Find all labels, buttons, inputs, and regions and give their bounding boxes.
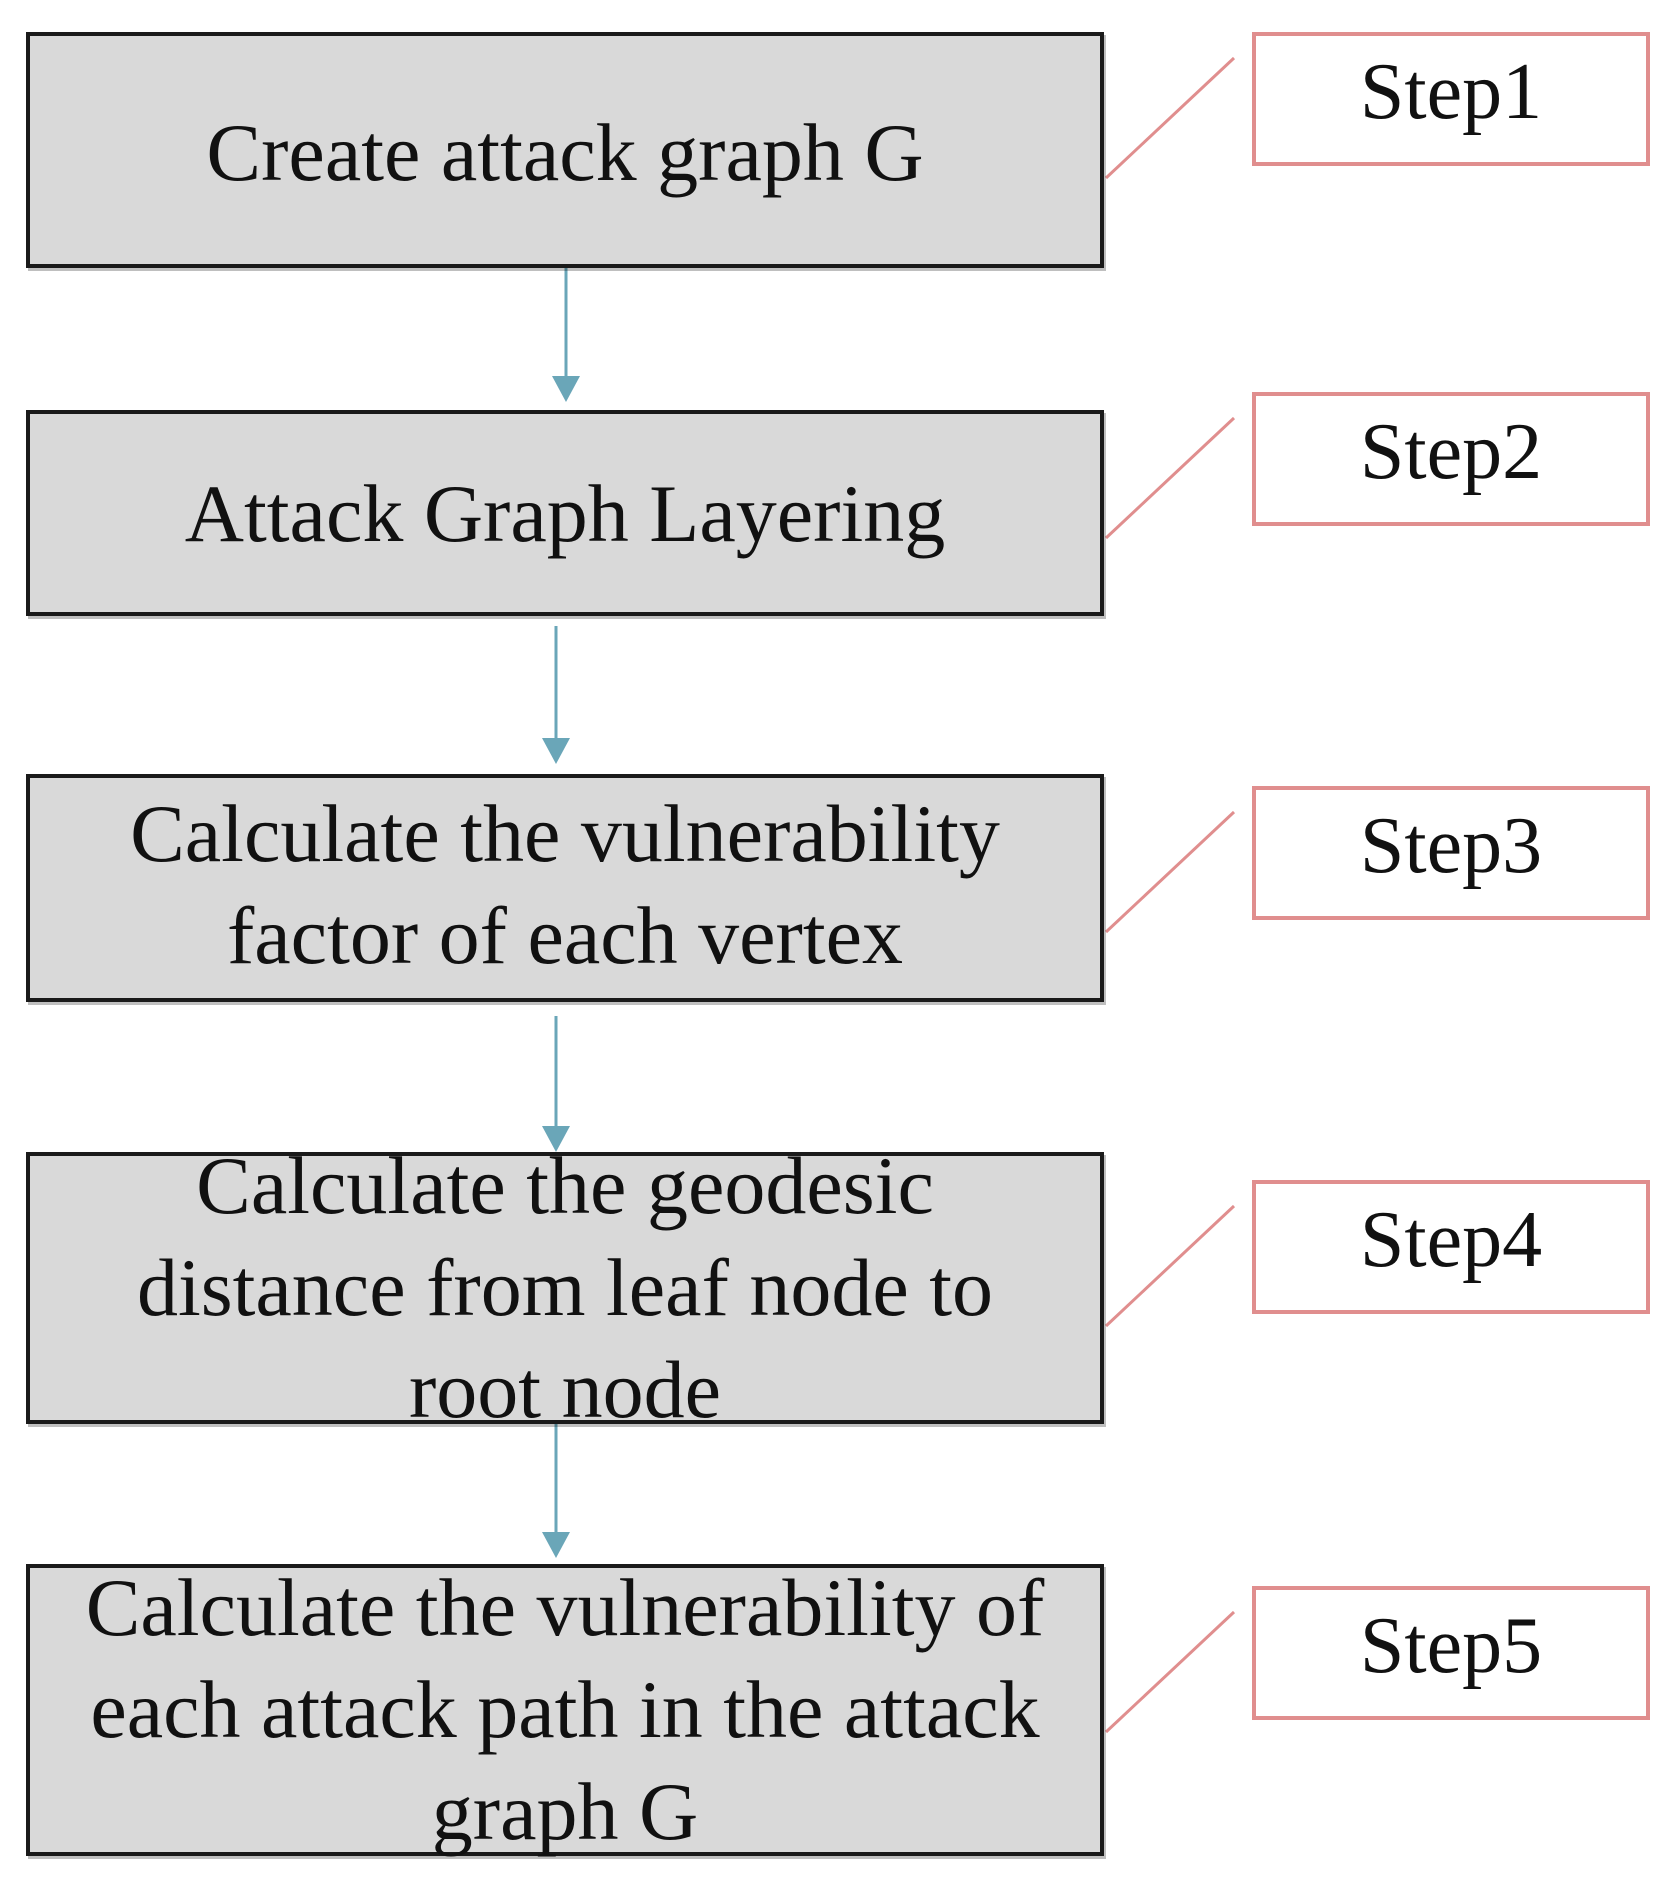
step-label: Step3 <box>1359 802 1543 890</box>
step-label-box-3: Step3 <box>1252 786 1650 920</box>
flow-arrow-2-3 <box>542 626 570 764</box>
flow-arrow-1-2 <box>552 268 580 402</box>
flow-arrow-4-5 <box>542 1424 570 1558</box>
step-connector-4 <box>1104 1204 1236 1328</box>
process-text: Calculate the vulnerability of each atta… <box>85 1562 1045 1857</box>
process-box-geodesic-distance: Calculate the geodesic distance from lea… <box>26 1140 1104 1435</box>
process-box-create-attack-graph: Create attack graph G <box>26 32 1104 268</box>
process-text: Create attack graph G <box>206 107 924 198</box>
step-connector-1 <box>1104 56 1236 180</box>
flow-arrow-3-4 <box>542 1016 570 1152</box>
process-text: Calculate the vulnerability factor of ea… <box>130 788 1000 981</box>
step-connector-3 <box>1104 810 1236 934</box>
step-connector-2 <box>1104 416 1236 540</box>
process-text: Calculate the geodesic distance from lea… <box>136 1140 994 1435</box>
step-label-box-2: Step2 <box>1252 392 1650 526</box>
process-text: Attack Graph Layering <box>184 468 946 559</box>
process-box-vulnerability-factor: Calculate the vulnerability factor of ea… <box>26 774 1104 1002</box>
step-label: Step1 <box>1359 48 1543 136</box>
process-box-path-vulnerability: Calculate the vulnerability of each atta… <box>26 1562 1104 1857</box>
step-connector-5 <box>1104 1610 1236 1734</box>
step-label-box-5: Step5 <box>1252 1586 1650 1720</box>
step-label-box-1: Step1 <box>1252 32 1650 166</box>
step-label: Step2 <box>1359 408 1543 496</box>
process-box-attack-graph-layering: Attack Graph Layering <box>26 410 1104 616</box>
step-label-box-4: Step4 <box>1252 1180 1650 1314</box>
step-label: Step4 <box>1359 1196 1543 1284</box>
step-label: Step5 <box>1359 1602 1543 1690</box>
